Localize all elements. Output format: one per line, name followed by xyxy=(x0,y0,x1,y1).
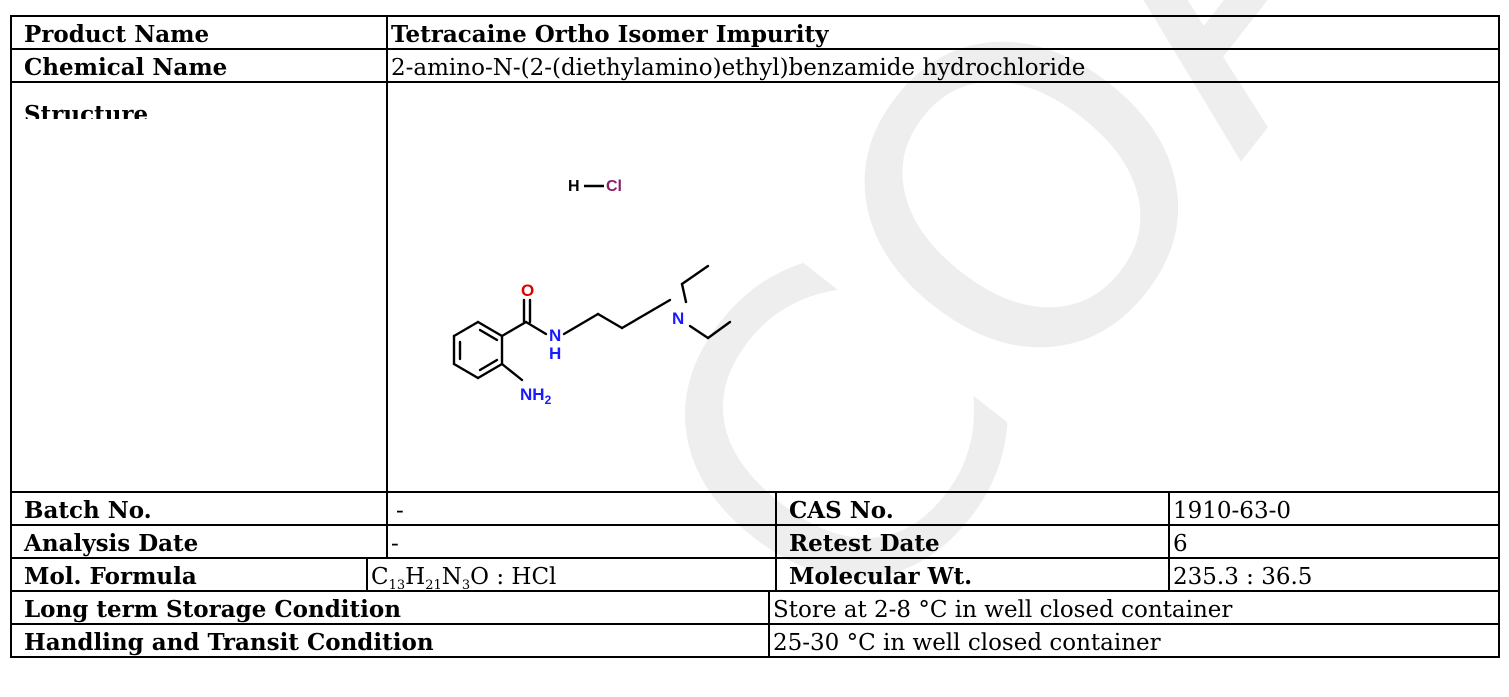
grid-line xyxy=(10,81,1500,83)
chemical-name-label: Chemical Name xyxy=(24,54,228,81)
grid-line xyxy=(768,590,770,658)
product-name-value: Tetracaine Ortho Isomer Impurity xyxy=(391,21,829,48)
storage-condition-label: Long term Storage Condition xyxy=(24,596,401,623)
grid-line xyxy=(386,491,388,526)
retest-date-value: 6 xyxy=(1173,531,1188,557)
grid-line xyxy=(1498,15,1500,658)
structure-label: Structure xyxy=(24,101,149,119)
side-chain-bonds xyxy=(500,264,732,382)
handling-condition-label: Handling and Transit Condition xyxy=(24,629,434,656)
storage-condition-value: Store at 2-8 °C in well closed container xyxy=(773,597,1233,623)
hcl-cl-atom: Cl xyxy=(606,178,622,195)
grid-line xyxy=(386,15,388,493)
cas-no-value: 1910-63-0 xyxy=(1173,498,1291,524)
retest-date-label: Retest Date xyxy=(789,530,940,557)
structure-image: H Cl xyxy=(452,178,732,407)
handling-condition-value: 25-30 °C in well closed container xyxy=(773,630,1161,656)
grid-line xyxy=(10,524,1500,526)
product-name-label: Product Name xyxy=(24,21,210,48)
analysis-date-label: Analysis Date xyxy=(24,530,199,557)
grid-line xyxy=(10,48,1500,50)
amide-n-atom: N xyxy=(549,326,561,345)
grid-line xyxy=(10,656,1500,658)
oxygen-atom: O xyxy=(521,281,534,300)
grid-line xyxy=(10,590,1500,592)
benzene-ring xyxy=(452,320,504,380)
grid-line xyxy=(10,557,1500,559)
amine-n-atom: N xyxy=(672,309,684,328)
grid-line xyxy=(1168,491,1170,592)
molecular-wt-label: Molecular Wt. xyxy=(789,563,973,590)
grid-line xyxy=(386,524,388,559)
batch-no-value: - xyxy=(396,498,404,524)
grid-line xyxy=(10,491,1500,493)
analysis-date-value: - xyxy=(391,531,399,557)
chemical-name-value: 2-amino-N-(2-(diethylamino)ethyl)benzami… xyxy=(391,55,1086,81)
molecular-wt-value: 235.3 : 36.5 xyxy=(1173,564,1313,590)
mol-formula-label: Mol. Formula xyxy=(24,563,197,590)
cas-no-label: CAS No. xyxy=(789,497,894,524)
grid-line xyxy=(10,623,1500,625)
mol-formula-value: C13H21N3O : HCl xyxy=(371,564,557,590)
amide-h-atom: H xyxy=(549,344,561,363)
hcl-h-atom: H xyxy=(568,178,580,195)
grid-line xyxy=(10,15,12,658)
batch-no-label: Batch No. xyxy=(24,497,152,524)
nh2-group: NH2 xyxy=(520,385,552,407)
grid-line xyxy=(775,491,777,592)
grid-line xyxy=(366,557,368,592)
grid-line xyxy=(10,15,1500,17)
